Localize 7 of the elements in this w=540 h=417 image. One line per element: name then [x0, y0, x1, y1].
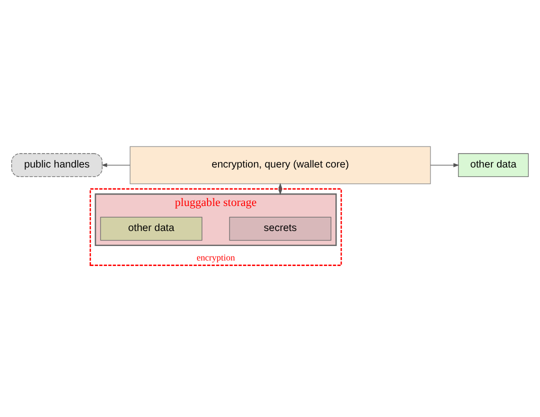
arrow — [101, 163, 130, 168]
node-box: public handles — [11, 153, 102, 178]
arrow — [430, 163, 460, 168]
node-box: other data — [458, 153, 529, 178]
node-box: encryption, query (wallet core) — [130, 146, 431, 184]
node-box: other data — [100, 216, 202, 241]
node-box: secrets — [229, 216, 332, 241]
